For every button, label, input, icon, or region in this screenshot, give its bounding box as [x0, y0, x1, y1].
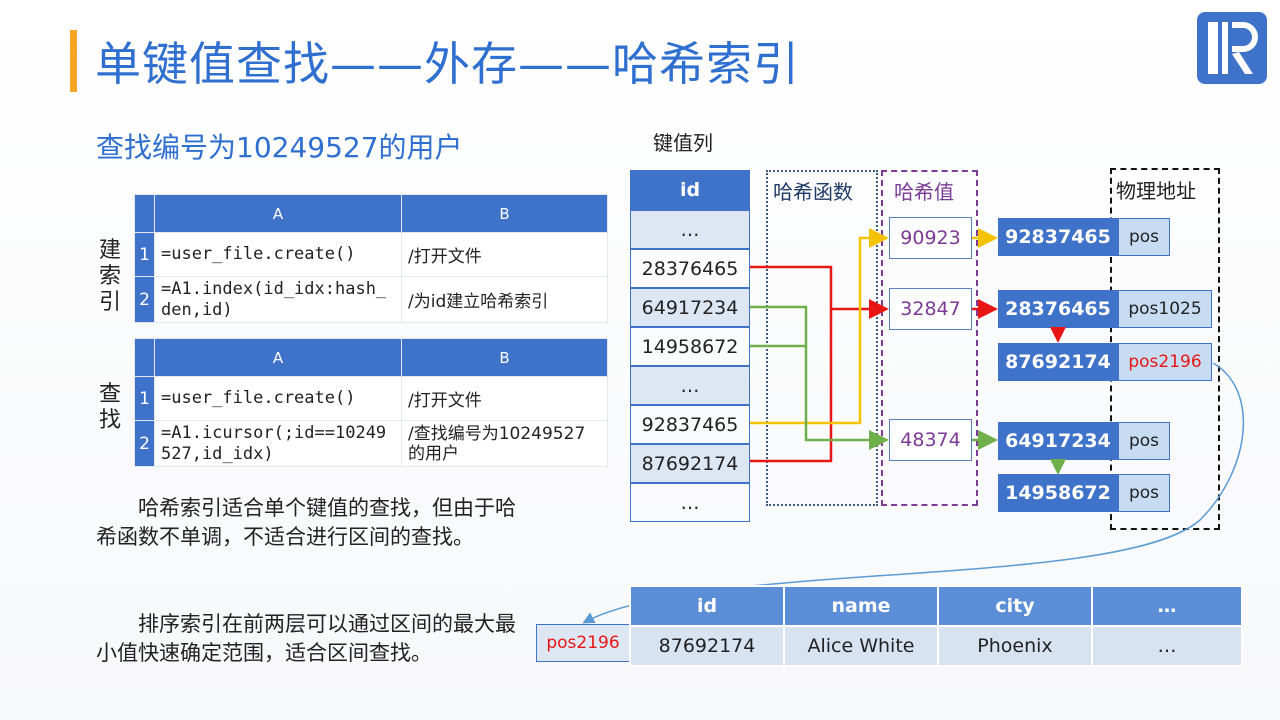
- pos-reference: pos2196: [536, 624, 630, 662]
- result-cell-more[interactable]: …: [1091, 625, 1243, 667]
- hash-value-cell: 32847: [889, 288, 972, 330]
- key-column-label: 键值列: [653, 131, 713, 155]
- col-header-a[interactable]: A: [154, 194, 402, 233]
- address-key: 14958672: [998, 474, 1118, 512]
- id-column-header: id: [630, 170, 750, 210]
- id-cell: …: [630, 366, 750, 405]
- address-key: 92837465: [998, 218, 1118, 256]
- cell-a1[interactable]: =user_file.create(): [154, 232, 402, 277]
- hash-function-label: 哈希函数: [773, 180, 853, 204]
- title-accent-bar: [70, 30, 77, 92]
- cell-b1[interactable]: /打开文件: [401, 232, 608, 277]
- result-header-id[interactable]: id: [629, 585, 785, 627]
- address-pos: pos: [1118, 474, 1170, 512]
- address-pos: pos: [1118, 218, 1170, 256]
- hash-value-cell: 48374: [889, 419, 972, 461]
- page-title: 单键值查找——外存——哈希索引: [95, 37, 800, 91]
- find-label: 查找: [98, 382, 121, 433]
- id-cell: …: [630, 483, 750, 522]
- physical-address-label: 物理地址: [1116, 179, 1196, 203]
- build-index-table: A B 1 =user_file.create() /打开文件 2 =A1.in…: [134, 194, 608, 323]
- sorted-index-note: 排序索引在前两层可以通过区间的最大最小值快速确定范围，适合区间查找。: [96, 612, 516, 665]
- address-pos: pos1025: [1118, 290, 1212, 328]
- id-cell: …: [630, 210, 750, 249]
- arrow-pos-link: [582, 362, 1245, 624]
- cell-b2[interactable]: /为id建立哈希索引: [401, 276, 608, 323]
- subtitle: 查找编号为10249527的用户: [96, 131, 463, 164]
- id-cell: 64917234: [630, 288, 750, 327]
- hash-value-label: 哈希值: [894, 180, 954, 204]
- result-cell-name[interactable]: Alice White: [783, 625, 939, 667]
- arrow-28376465: [750, 265, 889, 319]
- id-cell: 92837465: [630, 405, 750, 444]
- result-table: id name city … 87692174 Alice White Phoe…: [629, 585, 1243, 667]
- id-cell: 87692174: [630, 444, 750, 483]
- result-header-name[interactable]: name: [783, 585, 939, 627]
- hash-value-cell: 90923: [889, 217, 972, 259]
- arrow-64917234: [750, 305, 889, 450]
- build-index-label: 建索引: [98, 238, 121, 315]
- cell-b2[interactable]: /查找编号为10249527的用户: [401, 420, 608, 467]
- id-cell: 28376465: [630, 249, 750, 288]
- address-pos: pos: [1118, 422, 1170, 460]
- result-cell-city[interactable]: Phoenix: [937, 625, 1093, 667]
- address-key: 28376465: [998, 290, 1118, 328]
- id-cell: 14958672: [630, 327, 750, 366]
- hash-value-box: [881, 170, 978, 506]
- logo-icon: [1197, 12, 1267, 84]
- col-header-b[interactable]: B: [401, 338, 608, 377]
- cell-b1[interactable]: /打开文件: [401, 376, 608, 421]
- result-header-more[interactable]: …: [1091, 585, 1243, 627]
- result-header-city[interactable]: city: [937, 585, 1093, 627]
- col-header-b[interactable]: B: [401, 194, 608, 233]
- find-table: A B 1 =user_file.create() /打开文件 2 =A1.ic…: [134, 338, 608, 467]
- cell-a1[interactable]: =user_file.create(): [154, 376, 402, 421]
- address-key: 87692174: [998, 343, 1118, 381]
- hash-index-note: 哈希索引适合单个键值的查找，但由于哈希函数不单调，不适合进行区间的查找。: [96, 496, 516, 549]
- address-key: 64917234: [998, 422, 1118, 460]
- hash-function-box: [766, 170, 878, 506]
- cell-a2[interactable]: =A1.index(id_idx:hash_den,id): [154, 276, 402, 323]
- result-cell-id[interactable]: 87692174: [629, 625, 785, 667]
- address-pos: pos2196: [1118, 343, 1212, 381]
- arrow-87692174: [750, 309, 833, 463]
